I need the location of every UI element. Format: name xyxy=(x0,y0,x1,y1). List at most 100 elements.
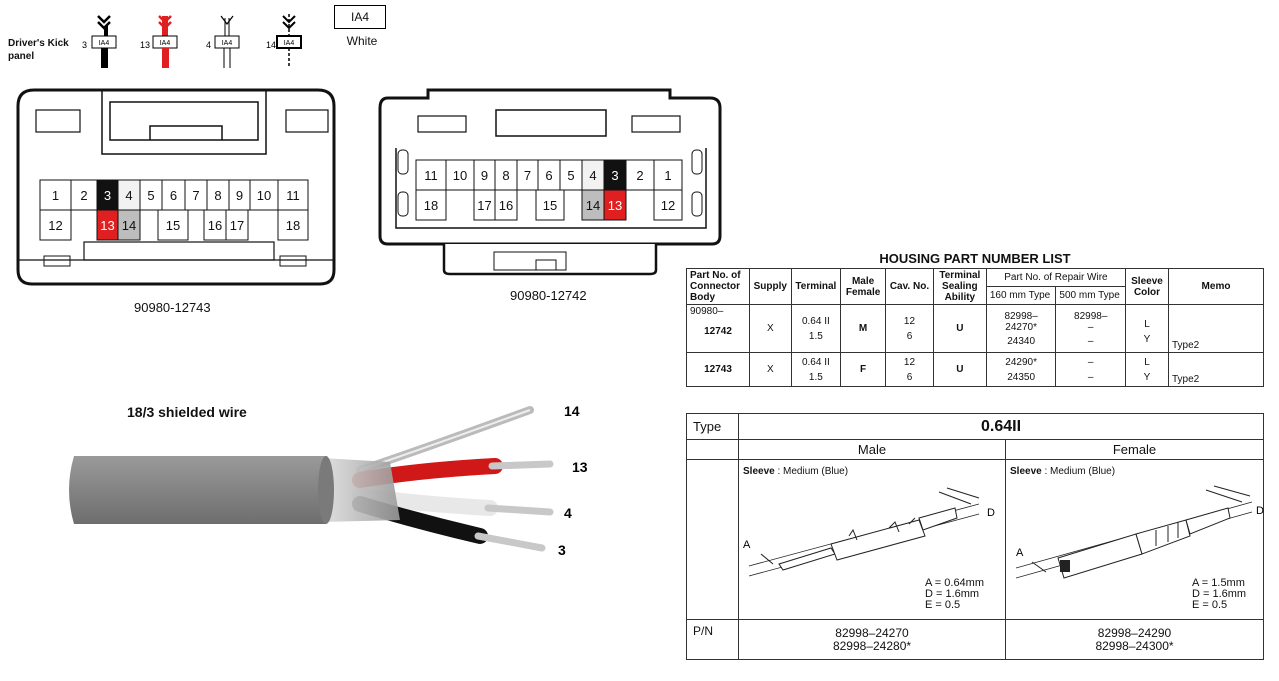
hdr-cav-no: Cav. No. xyxy=(885,268,934,305)
legend-item-14: 14 IA4 xyxy=(266,14,302,68)
cavity-17-label: 17 xyxy=(230,218,244,233)
cavity-2-label: 2 xyxy=(636,168,643,183)
cavity-11-label: 11 xyxy=(286,188,300,203)
terminal-type-table: Type 0.64II Male Female Sleeve : Medium … xyxy=(686,413,1264,660)
cavity-10-label: 10 xyxy=(453,168,467,183)
cavity-5-label: 5 xyxy=(567,168,574,183)
cavity-1-label: 1 xyxy=(664,168,671,183)
driver-kick-panel-label: Driver's Kick panel xyxy=(8,38,69,62)
cavity-3-label: 3 xyxy=(611,168,618,183)
hdr-memo: Memo xyxy=(1168,268,1264,305)
hdr-repair: Part No. of Repair Wire xyxy=(985,268,1127,287)
cavity-18-label: 18 xyxy=(286,218,300,233)
cavity-11-label: 11 xyxy=(424,168,438,183)
cavity-18 xyxy=(415,189,447,221)
cavity-17 xyxy=(225,209,249,241)
cavity-8-label: 8 xyxy=(502,168,509,183)
male-terminal-cell: Sleeve : Medium (Blue) A D A = 0.64mm D … xyxy=(738,459,1006,620)
svg-text:IA4: IA4 xyxy=(222,40,233,47)
svg-text:14: 14 xyxy=(266,40,276,50)
connector-part-12743: 90980-12743 xyxy=(134,300,211,315)
cavity-15-label: 15 xyxy=(543,198,557,213)
ia4-box: IA4 xyxy=(334,5,386,29)
cavity-12 xyxy=(39,209,72,241)
ia4-color-label: White xyxy=(346,34,378,48)
wire-label-4: 4 xyxy=(564,505,572,521)
male-label: Male xyxy=(738,439,1006,460)
cavity-9-label: 9 xyxy=(236,188,243,203)
pn-label: P/N xyxy=(686,619,739,660)
hdr-sleeve: Sleeve Color xyxy=(1125,268,1169,305)
hdr-part-no: Part No. of Connector Body xyxy=(686,268,750,305)
cavity-14-label: 14 xyxy=(586,198,600,213)
cavity-16-label: 16 xyxy=(208,218,222,233)
cavity-6-label: 6 xyxy=(545,168,552,183)
connector-part-12742: 90980-12742 xyxy=(510,288,587,303)
type-value: 0.64II xyxy=(738,413,1264,440)
cavity-10-label: 10 xyxy=(257,188,271,203)
type-label: Type xyxy=(686,413,739,440)
svg-text:D: D xyxy=(1256,505,1264,517)
svg-text:IA4: IA4 xyxy=(284,40,295,47)
cavity-2-label: 2 xyxy=(80,188,87,203)
hdr-sealing: Terminal Sealing Ability xyxy=(932,268,987,305)
housing-list-title: HOUSING PART NUMBER LIST xyxy=(879,251,1071,266)
cavity-15-label: 15 xyxy=(166,218,180,233)
cavity-18 xyxy=(277,209,309,241)
shielded-cable-illustration: 14 13 4 3 xyxy=(69,403,588,558)
cavity-1 xyxy=(39,179,72,211)
hdr-male-female: Male Female xyxy=(840,268,887,305)
svg-text:A: A xyxy=(1016,547,1024,559)
wire-legend: 3 IA4 13 IA4 4 IA4 14 IA4 xyxy=(82,14,302,68)
legend-item-4: 4 IA4 xyxy=(206,15,240,68)
wire-label-14: 14 xyxy=(564,403,580,419)
male-terminal-drawing: A D xyxy=(743,487,995,577)
legend-item-3: 3 IA4 xyxy=(82,15,117,68)
cavity-15 xyxy=(535,189,565,221)
cavity-13-label: 13 xyxy=(100,218,114,233)
cavity-4-label: 4 xyxy=(125,188,132,203)
wire-label-13: 13 xyxy=(572,459,588,475)
hdr-160: 160 mm Type xyxy=(985,286,1057,305)
svg-text:A: A xyxy=(743,539,751,551)
cavity-16-label: 16 xyxy=(499,198,513,213)
cavity-14 xyxy=(117,209,141,241)
legend-item-13: 13 IA4 xyxy=(140,15,178,68)
cavity-12 xyxy=(653,189,683,221)
cavity-12-label: 12 xyxy=(48,218,62,233)
female-terminal-cell: Sleeve : Medium (Blue) A D A = 1.5mm D =… xyxy=(1005,459,1264,620)
female-terminal-drawing: A D xyxy=(1015,485,1264,579)
cavity-9-label: 9 xyxy=(481,168,488,183)
cavity-12-label: 12 xyxy=(661,198,675,213)
female-label: Female xyxy=(1005,439,1264,460)
cavity-15 xyxy=(157,209,189,241)
cavity-13-label: 13 xyxy=(608,198,622,213)
svg-text:3: 3 xyxy=(82,40,87,50)
cavity-16 xyxy=(494,189,518,221)
hdr-500: 500 mm Type xyxy=(1055,286,1126,305)
cavity-13 xyxy=(603,189,627,221)
cavity-7-label: 7 xyxy=(524,168,531,183)
svg-text:4: 4 xyxy=(206,40,211,50)
svg-text:IA4: IA4 xyxy=(99,40,110,47)
cavity-2 xyxy=(625,159,655,191)
hdr-supply: Supply xyxy=(749,268,792,305)
cavity-17-label: 17 xyxy=(477,198,491,213)
svg-text:D: D xyxy=(987,507,995,519)
cavity-3-label: 3 xyxy=(104,188,111,203)
cavity-14-label: 14 xyxy=(122,218,136,233)
cavity-8-label: 8 xyxy=(214,188,221,203)
svg-text:IA4: IA4 xyxy=(160,40,171,47)
hdr-terminal: Terminal xyxy=(790,268,842,305)
cavity-10 xyxy=(249,179,279,211)
cable-title: 18/3 shielded wire xyxy=(127,404,247,420)
cavity-7-label: 7 xyxy=(192,188,199,203)
cavity-5-label: 5 xyxy=(147,188,154,203)
housing-part-table: Part No. of Connector Body Supply Termin… xyxy=(686,268,1264,387)
